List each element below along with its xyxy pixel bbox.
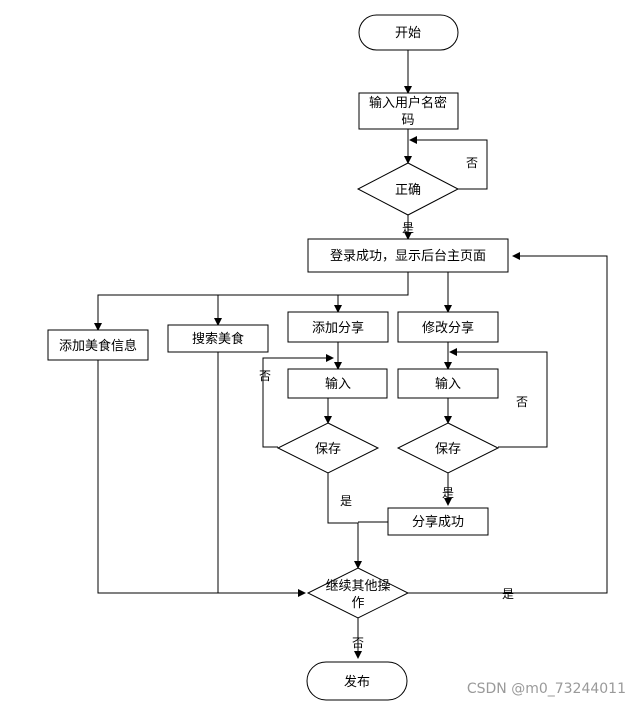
edge-label-no-save-left: 否 — [259, 369, 271, 383]
input-left-label: 输入 — [325, 376, 351, 392]
add-food-label: 添加美食信息 — [59, 338, 137, 354]
add-share-node: 添加分享 — [287, 311, 389, 343]
success-page-node: 登录成功，显示后台主页面 — [307, 238, 509, 273]
continue-decision: 继续其他操 作 — [306, 567, 410, 619]
input-right-label: 输入 — [435, 376, 461, 392]
edge-labels: 否 是 否 是 否 是 是 否 — [259, 156, 528, 650]
start-node: 开始 — [358, 14, 459, 51]
correct-label: 正确 — [395, 183, 421, 198]
start-label: 开始 — [395, 26, 421, 41]
share-success-label: 分享成功 — [412, 514, 464, 530]
watermark-text: CSDN @m0_73244011 — [467, 681, 626, 697]
edge-label-yes-correct: 是 — [402, 221, 414, 235]
continue-label-line2: 作 — [351, 596, 364, 611]
login-input-node: 输入用户名密 码 — [358, 92, 459, 130]
edge-label-no-continue: 否 — [352, 636, 364, 650]
edge-label-yes-save-left: 是 — [340, 494, 352, 508]
add-share-label: 添加分享 — [312, 320, 364, 336]
edge-label-no-save-right: 否 — [516, 395, 528, 409]
correct-decision: 正确 — [356, 162, 460, 216]
save-left-label: 保存 — [315, 442, 341, 457]
edge-label-yes-continue: 是 — [502, 587, 514, 601]
login-label-line2: 码 — [401, 113, 414, 128]
input-right-node: 输入 — [397, 368, 499, 399]
search-food-node: 搜索美食 — [167, 324, 269, 353]
publish-label: 发布 — [344, 674, 370, 690]
connectors — [94, 50, 608, 659]
add-food-node: 添加美食信息 — [47, 329, 149, 361]
success-page-label: 登录成功，显示后台主页面 — [330, 249, 486, 264]
continue-label-line1: 继续其他操 — [325, 578, 390, 594]
edge-label-yes-save-right: 是 — [442, 486, 454, 500]
login-label-line1: 输入用户名密 — [369, 95, 447, 111]
edit-share-node: 修改分享 — [397, 311, 499, 343]
save-right-decision: 保存 — [396, 422, 500, 474]
edit-share-label: 修改分享 — [422, 320, 474, 336]
edge-label-no-correct: 否 — [466, 156, 478, 170]
search-food-label: 搜索美食 — [192, 331, 244, 347]
save-right-label: 保存 — [435, 442, 461, 457]
share-success-node: 分享成功 — [387, 507, 489, 536]
publish-node: 发布 — [306, 661, 408, 701]
input-left-node: 输入 — [287, 368, 388, 399]
save-left-decision: 保存 — [276, 422, 380, 474]
